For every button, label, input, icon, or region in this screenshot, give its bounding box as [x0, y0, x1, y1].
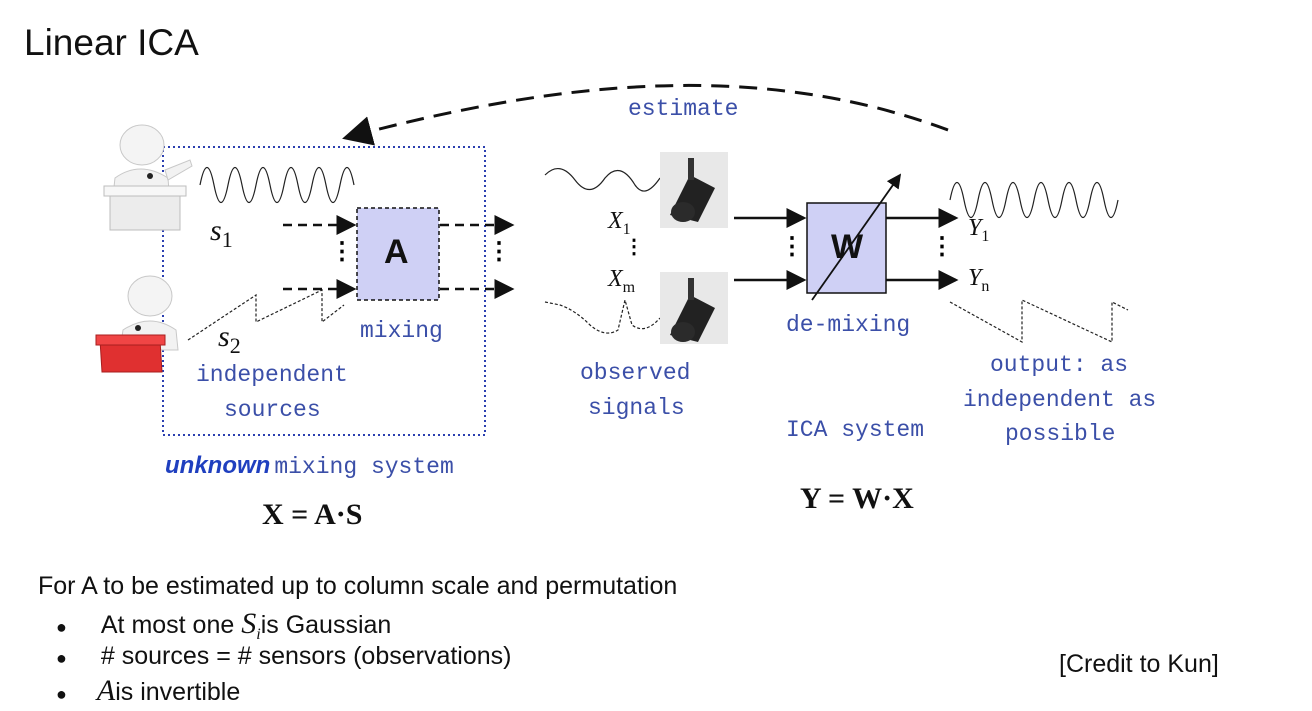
bullet-item-2: ●# sources = # sensors (observations): [56, 642, 512, 670]
xm-label: Xm: [608, 266, 636, 296]
signals-label: signals: [588, 395, 685, 421]
page-title: Linear ICA: [24, 22, 199, 63]
bullet-icon: ●: [56, 684, 67, 704]
output-line-3: possible: [1005, 421, 1116, 447]
estimate-arrow: [342, 83, 949, 146]
microphone-1-icon: [660, 152, 728, 228]
bullet-item-3: ●Ais invertible: [56, 674, 241, 707]
credit-label: [Credit to Kun]: [1059, 650, 1219, 678]
mixing-box-label: A: [384, 233, 409, 271]
independent-label: independent: [196, 362, 348, 388]
s2-label: s2: [218, 320, 241, 358]
adjustable-arrow: [811, 173, 902, 301]
s1-label: s1: [210, 214, 233, 252]
bullet-icon: ●: [56, 648, 67, 668]
x1-waveform: [544, 168, 661, 192]
dots-observed: ⋮: [624, 236, 644, 258]
mixing-label: mixing: [360, 318, 443, 344]
equation-left: X = A·S: [262, 498, 363, 531]
conditions-intro: For A to be estimated up to column scale…: [38, 572, 678, 600]
s1-waveform: [199, 166, 355, 204]
xm-waveform: [544, 299, 661, 334]
dots-after-w: ⋮: [930, 233, 954, 260]
speaker-1-icon: [103, 124, 193, 231]
x1-label: X1: [608, 208, 631, 238]
bullet-item-1: ●At most one Siis Gaussian: [56, 607, 392, 643]
mixing-system-caption: unknown mixing system: [165, 452, 454, 480]
ica-system-label: ICA system: [786, 417, 925, 443]
yn-label: Yn: [968, 265, 990, 295]
equation-right: Y = W·X: [800, 482, 914, 515]
output-line-1: output: as: [990, 352, 1129, 378]
sources-label: sources: [224, 397, 321, 423]
speaker-2-icon: [95, 275, 179, 373]
s2-waveform: [187, 289, 345, 341]
demixing-matrix-box: [806, 202, 887, 294]
dots-before-a: ⋮: [330, 238, 354, 265]
demixing-box-label: W: [831, 228, 864, 266]
yn-waveform: [949, 299, 1129, 344]
mixing-matrix-box: [356, 207, 440, 301]
demixing-label: de-mixing: [786, 312, 911, 338]
y1-label: Y1: [968, 215, 990, 245]
observed-label: observed: [580, 360, 691, 386]
estimate-label: estimate: [628, 96, 739, 122]
microphone-2-icon: [660, 272, 728, 344]
y1-waveform: [949, 181, 1119, 219]
dots-after-a: ⋮: [487, 238, 511, 265]
dots-before-w: ⋮: [780, 233, 804, 260]
output-line-2: independent as: [963, 387, 1157, 413]
bullet-icon: ●: [56, 617, 67, 637]
